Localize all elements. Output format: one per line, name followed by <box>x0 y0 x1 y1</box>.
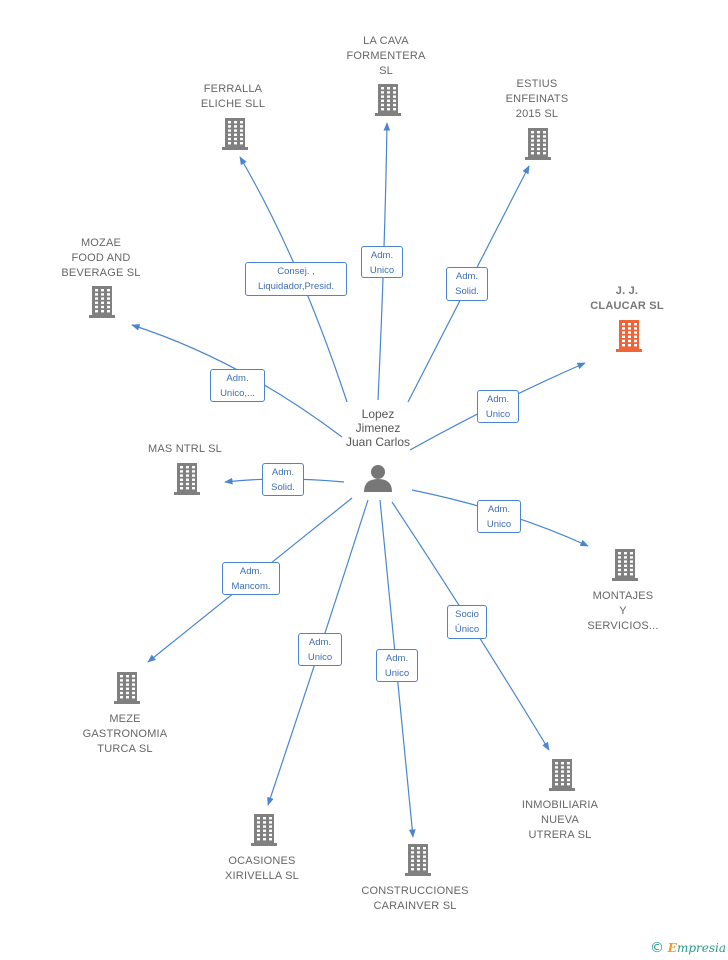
building-icon-construcciones <box>405 844 431 876</box>
edge-label-construcciones[interactable]: Adm. Unico <box>376 649 418 682</box>
brand-logo: © Empresia <box>650 940 726 956</box>
edge-label-claucar[interactable]: Adm. Unico <box>477 390 519 423</box>
node-label-ocasiones[interactable]: OCASIONES XIRIVELLA SL <box>225 855 299 882</box>
node-label-construcciones[interactable]: CONSTRUCCIONES CARAINVER SL <box>361 885 469 912</box>
edge-label-la-cava[interactable]: Adm. Unico <box>361 246 403 278</box>
node-label-inmobiliaria[interactable]: INMOBILIARIA NUEVA UTRERA SL <box>521 799 599 841</box>
edge-label-estius[interactable]: Adm. Solid. <box>446 267 488 301</box>
building-icon-ocasiones <box>251 814 277 846</box>
building-icon-claucar <box>616 320 642 352</box>
node-label-ferralla[interactable]: FERRALLA ELICHE SLL <box>200 83 266 110</box>
node-label-mas-ntrl[interactable]: MAS NTRL SL <box>148 443 222 455</box>
building-icon-meze <box>114 672 140 704</box>
building-icon-inmobiliaria <box>549 759 575 791</box>
edge-label-meze[interactable]: Adm. Mancom. <box>222 562 280 595</box>
edge-label-montajes[interactable]: Adm. Unico <box>477 500 521 533</box>
building-icon-mozae <box>89 286 115 318</box>
node-label-meze[interactable]: MEZE GASTRONOMIA TURCA SL <box>82 713 168 755</box>
building-icon-la-cava <box>375 84 401 116</box>
edge-label-ocasiones[interactable]: Adm. Unico <box>298 633 342 666</box>
copyright-icon: © <box>649 940 664 956</box>
node-label-montajes[interactable]: MONTAJES Y SERVICIOS... <box>587 590 659 632</box>
node-label-estius[interactable]: ESTIUS ENFEINATS 2015 SL <box>505 78 569 120</box>
node-label-la-cava[interactable]: LA CAVA FORMENTERA SL <box>346 35 426 77</box>
building-icon-mas-ntrl <box>174 463 200 495</box>
edge-label-mas-ntrl[interactable]: Adm. Solid. <box>262 463 304 496</box>
edge-label-mozae[interactable]: Adm. Unico,... <box>210 369 265 402</box>
brand-name: mpresia <box>676 941 726 955</box>
building-icon-estius <box>525 128 551 160</box>
building-icon-ferralla <box>222 118 248 150</box>
edge-label-ferralla[interactable]: Consej. , Liquidador,Presid. <box>245 262 347 296</box>
person-icon <box>364 465 392 492</box>
node-label-mozae[interactable]: MOZAE FOOD AND BEVERAGE SL <box>61 237 141 279</box>
brand-initial: E <box>667 941 677 955</box>
center-person-label[interactable]: Lopez Jimenez Juan Carlos <box>345 407 411 449</box>
building-icon-montajes <box>612 549 638 581</box>
edge-label-inmobiliaria[interactable]: Socio Único <box>447 605 487 639</box>
node-label-claucar[interactable]: J. J. CLAUCAR SL <box>590 285 664 312</box>
